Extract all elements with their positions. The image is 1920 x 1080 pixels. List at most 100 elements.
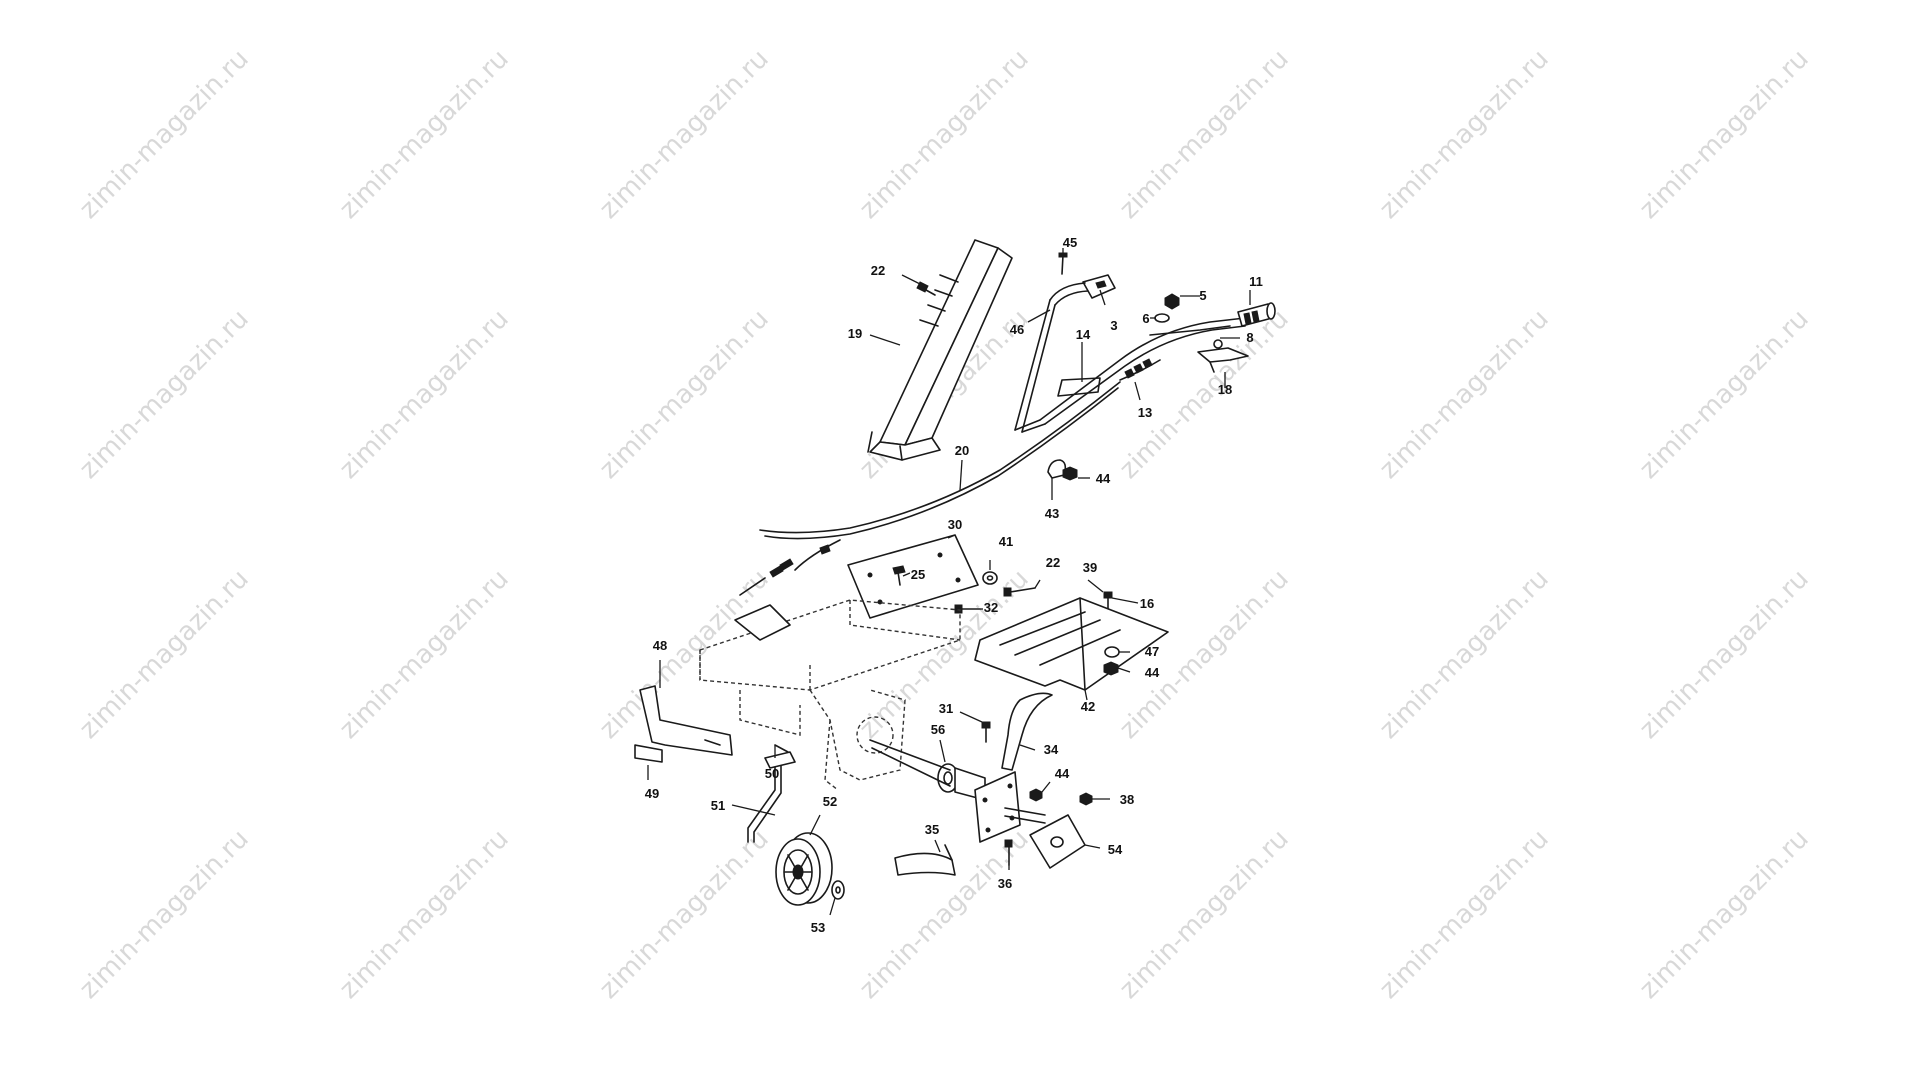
callout-14: 14 — [1076, 327, 1091, 342]
callout-54: 54 — [1108, 842, 1123, 857]
watermark-text: zimin-magazin.ru — [74, 824, 255, 1005]
part-56-hub — [869, 739, 986, 801]
watermark-text: zimin-magazin.ru — [1634, 304, 1815, 485]
part-3-clamp — [1082, 274, 1116, 299]
watermark-text: zimin-magazin.ru — [1634, 44, 1815, 225]
callout-51: 51 — [711, 798, 725, 813]
part-42-shield — [974, 597, 1169, 691]
part-5-nut — [1164, 293, 1180, 310]
callout-47: 47 — [1145, 644, 1159, 659]
callout-36: 36 — [998, 876, 1012, 891]
watermark-text: zimin-magazin.ru — [1374, 44, 1555, 225]
callout-48: 48 — [653, 638, 667, 653]
callout-46: 46 — [1010, 322, 1024, 337]
watermark-text: zimin-magazin.ru — [1374, 824, 1555, 1005]
watermark-text: zimin-magazin.ru — [334, 824, 515, 1005]
callout-43: 43 — [1045, 506, 1059, 521]
part-11-grip — [1237, 302, 1276, 327]
callout-30: 30 — [948, 517, 962, 532]
watermark-text: zimin-magazin.ru — [74, 564, 255, 745]
part-44-nut-c — [1029, 788, 1043, 802]
callout-3: 3 — [1110, 318, 1117, 333]
callout-16: 16 — [1140, 596, 1154, 611]
callout-53: 53 — [811, 920, 825, 935]
part-19-handle-cover — [867, 239, 1013, 461]
part-51-wheel-axle — [747, 751, 796, 843]
watermark-text: zimin-magazin.ru — [1114, 564, 1295, 745]
watermark-text: zimin-magazin.ru — [334, 564, 515, 745]
part-53-washer — [831, 880, 845, 900]
callout-labels: 45 22 19 3 46 5 11 6 8 14 18 13 20 44 43… — [645, 235, 1263, 935]
part-52-wheel — [775, 832, 833, 906]
callout-38: 38 — [1120, 792, 1134, 807]
callout-35: 35 — [925, 822, 939, 837]
part-54-plate — [1029, 814, 1086, 869]
part-22-bolt — [916, 281, 936, 296]
callout-39: 39 — [1083, 560, 1097, 575]
part-34-tine — [1001, 692, 1053, 771]
callout-22: 22 — [871, 263, 885, 278]
part-8-pin — [1213, 339, 1223, 349]
part-49-plate — [634, 744, 663, 763]
part-22-bolt-lower — [1003, 587, 1036, 597]
part-14-handlebar — [1014, 282, 1246, 433]
callout-45: 45 — [1063, 235, 1077, 250]
callout-20: 20 — [955, 443, 969, 458]
callout-22-lower: 22 — [1046, 555, 1060, 570]
callout-44-c: 44 — [1055, 766, 1070, 781]
callout-41: 41 — [999, 534, 1013, 549]
part-flange-plate — [974, 771, 1046, 843]
callout-25: 25 — [911, 567, 925, 582]
part-18-lever — [1197, 347, 1249, 373]
gearbox-housing — [699, 599, 961, 791]
watermark-text: zimin-magazin.ru — [594, 824, 775, 1005]
watermark-text: zimin-magazin.ru — [594, 44, 775, 225]
part-44-nut — [1062, 466, 1078, 481]
callout-50: 50 — [765, 766, 779, 781]
part-48-plate — [639, 685, 733, 756]
part-47-washer — [1104, 646, 1120, 658]
part-13-cable-spring — [1119, 358, 1161, 381]
watermark-text: zimin-magazin.ru — [1634, 824, 1815, 1005]
callout-49: 49 — [645, 786, 659, 801]
watermark-text: zimin-magazin.ru — [1374, 304, 1555, 485]
part-25-bolt — [892, 565, 906, 586]
callout-8: 8 — [1246, 330, 1253, 345]
part-30-plate — [847, 534, 979, 619]
watermark-text: zimin-magazin.ru — [594, 564, 775, 745]
watermark-text: zimin-magazin.ru — [334, 44, 515, 225]
leader-lines — [647, 248, 1251, 916]
part-20-cable — [739, 381, 1121, 596]
part-36-bolt — [1004, 839, 1013, 866]
callout-52: 52 — [823, 794, 837, 809]
part-50-pin — [774, 744, 789, 753]
watermark-text: zimin-magazin.ru — [1374, 564, 1555, 745]
callout-6: 6 — [1142, 311, 1149, 326]
watermark-text: zimin-magazin.ru — [1114, 44, 1295, 225]
part-45-screw — [1058, 252, 1068, 275]
watermark-text: zimin-magazin.ru — [1634, 564, 1815, 745]
watermark-text: zimin-magazin.ru — [594, 304, 775, 485]
callout-31: 31 — [939, 701, 953, 716]
callout-18: 18 — [1218, 382, 1232, 397]
watermark-text: zimin-magazin.ru — [334, 304, 515, 485]
callout-13: 13 — [1138, 405, 1152, 420]
part-31-bolt — [981, 721, 991, 743]
watermark-text: zimin-magazin.ru — [74, 304, 255, 485]
callout-42: 42 — [1081, 699, 1095, 714]
callout-56: 56 — [931, 722, 945, 737]
callout-44-b: 44 — [1145, 665, 1160, 680]
part-6-washer — [1154, 313, 1170, 323]
part-41-washer — [982, 571, 998, 585]
callout-32: 32 — [984, 600, 998, 615]
part-44-nut-b — [1103, 661, 1119, 676]
callout-19: 19 — [848, 326, 862, 341]
part-35-tine — [894, 844, 956, 876]
callout-34: 34 — [1044, 742, 1059, 757]
part-32-bolt — [954, 604, 981, 614]
watermark-text: zimin-magazin.ru — [1114, 824, 1295, 1005]
callout-5: 5 — [1199, 288, 1206, 303]
callout-44: 44 — [1096, 471, 1111, 486]
callout-11: 11 — [1249, 274, 1263, 289]
